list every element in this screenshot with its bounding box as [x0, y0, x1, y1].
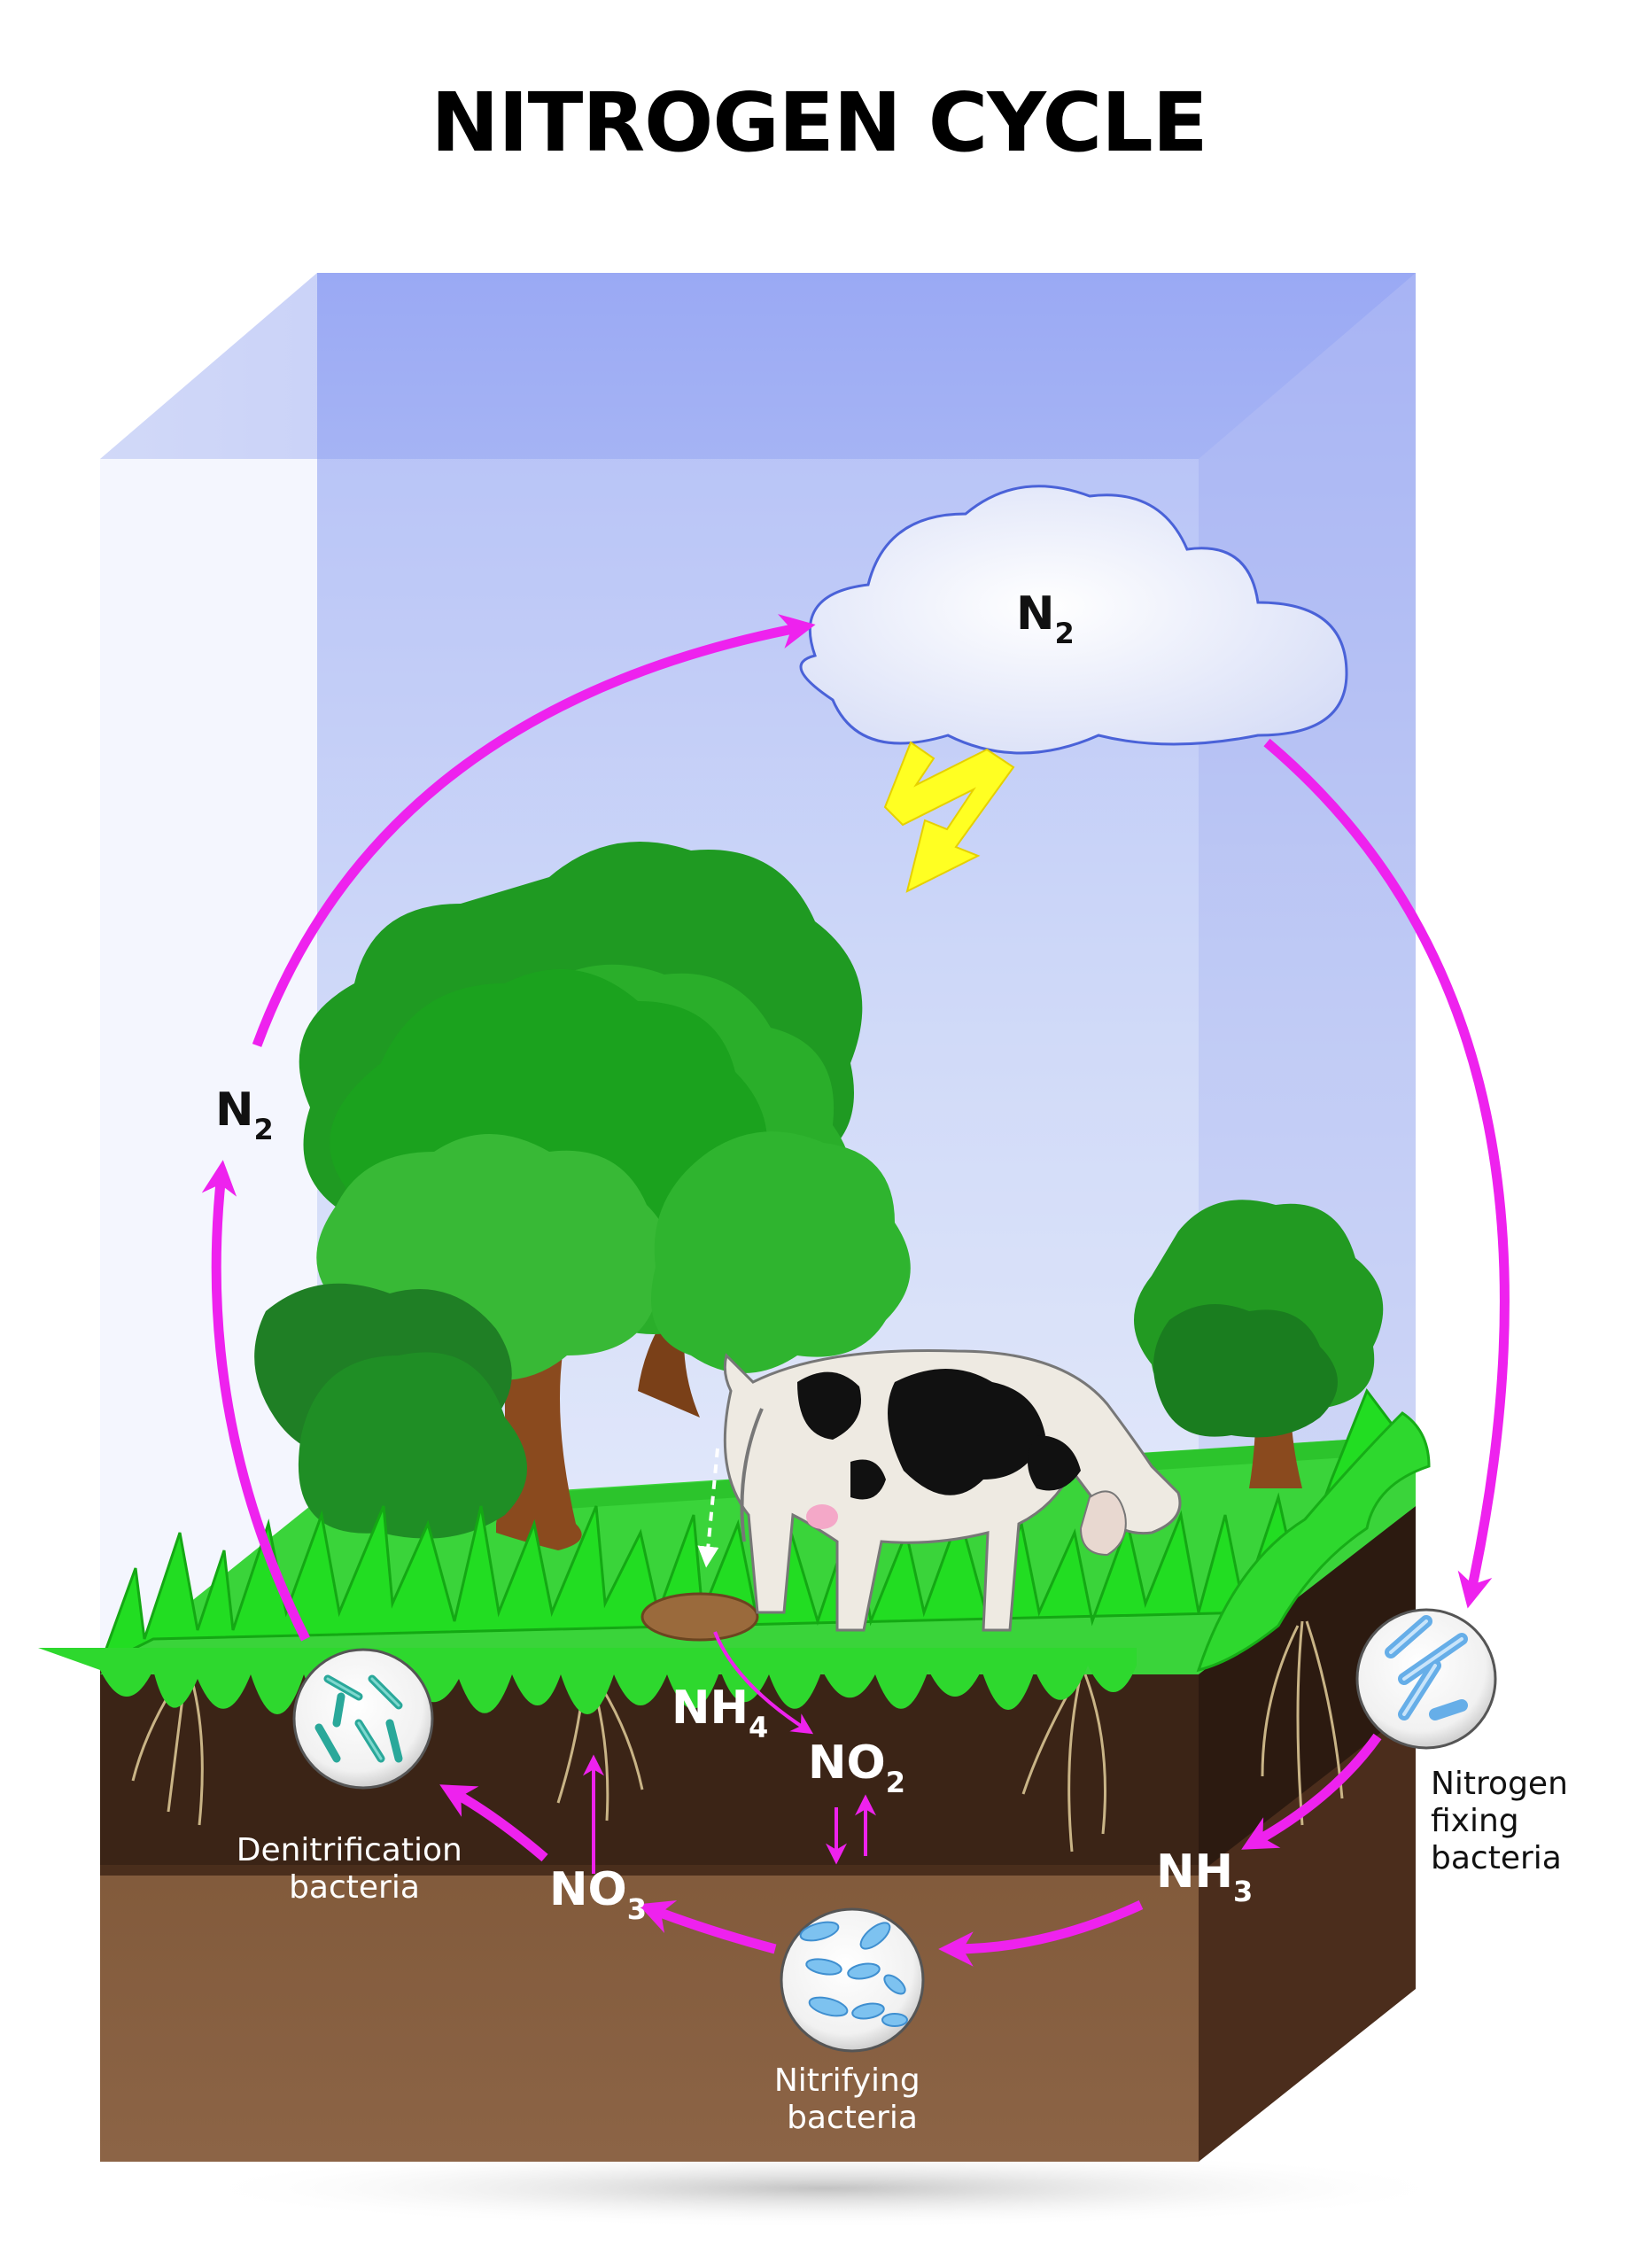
caption-nitrifying: Nitrifying bacteria — [774, 2062, 930, 2136]
diagram-title: NITROGEN CYCLE — [431, 75, 1207, 170]
arrow-cow-to-manure — [697, 1448, 719, 1568]
bubble-nitrifying — [780, 1907, 925, 2053]
arrow-nh4-to-no2 — [713, 1631, 814, 1735]
tree-foliage-small — [1134, 1200, 1384, 1438]
bush — [298, 1352, 527, 1539]
arrow-nitrifying-to-no3 — [638, 1900, 777, 1954]
grass-fringe — [38, 1648, 1137, 1714]
cloud — [799, 485, 1348, 755]
label-nh4: NH4 — [672, 1682, 768, 1744]
label-no3: NO3 — [549, 1863, 647, 1926]
lightning-bolt — [883, 741, 1015, 893]
tree-trunk-large — [496, 1231, 656, 1550]
arrow-denit-to-n2 — [201, 1160, 310, 1642]
arrow-cloud-to-fixing — [1263, 738, 1510, 1609]
bubble-nitrogen-fixing — [1355, 1608, 1497, 1750]
box-shadow — [186, 2148, 1462, 2228]
grass-side — [1196, 1411, 1431, 1673]
bubble-denitrification — [292, 1648, 434, 1790]
manure-pile — [640, 1592, 759, 1642]
label-cloud-n2: N2 — [1016, 587, 1075, 650]
label-left-n2: N2 — [215, 1084, 274, 1146]
label-no2: NO2 — [808, 1736, 905, 1799]
arrow-nh3-to-nitrifying — [938, 1900, 1144, 1967]
caption-denitrification: Denitrification bacteria — [237, 1832, 473, 1906]
arrow-fixing-to-nh3 — [1241, 1733, 1382, 1850]
arrow-no3-to-denit — [439, 1784, 548, 1862]
arrow-to-cloud — [252, 614, 816, 1047]
cow — [723, 1348, 1182, 1632]
label-nh3: NH3 — [1156, 1845, 1253, 1908]
caption-nitrogen-fixing: Nitrogen fixing bacteria — [1431, 1766, 1578, 1876]
tree-foliage-large — [254, 842, 911, 1457]
